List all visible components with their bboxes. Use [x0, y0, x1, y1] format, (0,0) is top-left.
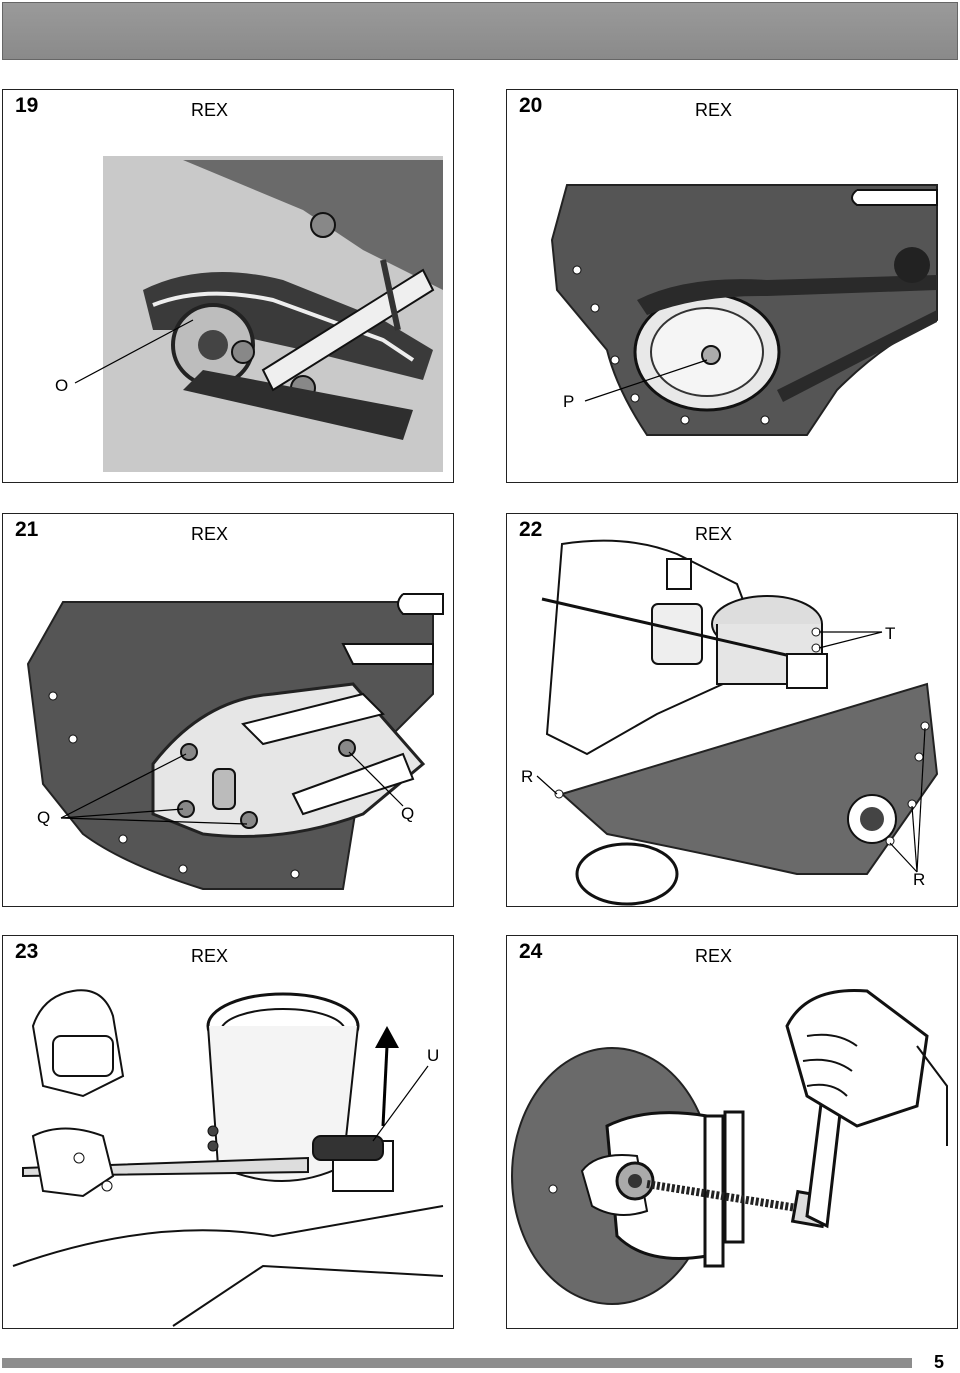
callout-label: Q: [37, 808, 51, 827]
figure-number: 20: [519, 94, 543, 117]
callout-label: R: [521, 767, 534, 786]
figure-panel-23: 23 REX U: [2, 935, 454, 1329]
figure-number: 23: [15, 940, 39, 963]
page-number: 5: [934, 1352, 945, 1372]
footer-bar: [2, 1358, 912, 1368]
figure-number: 21: [15, 518, 39, 541]
model-label: REX: [695, 946, 733, 966]
callout-label: O: [55, 376, 69, 395]
model-label: REX: [695, 524, 733, 544]
figure-24-illustration: [511, 988, 948, 1305]
callout-label: Q: [401, 804, 415, 823]
figure-number: 19: [15, 94, 39, 117]
model-label: REX: [191, 946, 229, 966]
callout-label: R: [913, 870, 926, 889]
callout-label: T: [885, 624, 896, 643]
figure-20-illustration: [550, 184, 938, 436]
figure-panel-20: 20 REX P: [506, 89, 958, 483]
figure-panel-22: 22 REX T R R: [506, 513, 958, 907]
figure-19-illustration: [74, 156, 443, 472]
model-label: REX: [695, 100, 733, 120]
figure-number: 22: [519, 518, 543, 541]
model-label: REX: [191, 524, 229, 544]
figure-panel-19: 19 REX O: [2, 89, 454, 483]
model-label: REX: [191, 100, 229, 120]
figure-number: 24: [519, 940, 543, 963]
figure-22-illustration: [536, 539, 939, 906]
callout-label: P: [563, 392, 575, 411]
header-bar: [2, 2, 958, 60]
figure-panel-21: 21 REX Q Q: [2, 513, 454, 907]
figure-23-illustration: [12, 989, 444, 1327]
callout-label: U: [427, 1046, 440, 1065]
figure-panel-24: 24 REX: [506, 935, 958, 1329]
figure-21-illustration: [26, 593, 444, 890]
